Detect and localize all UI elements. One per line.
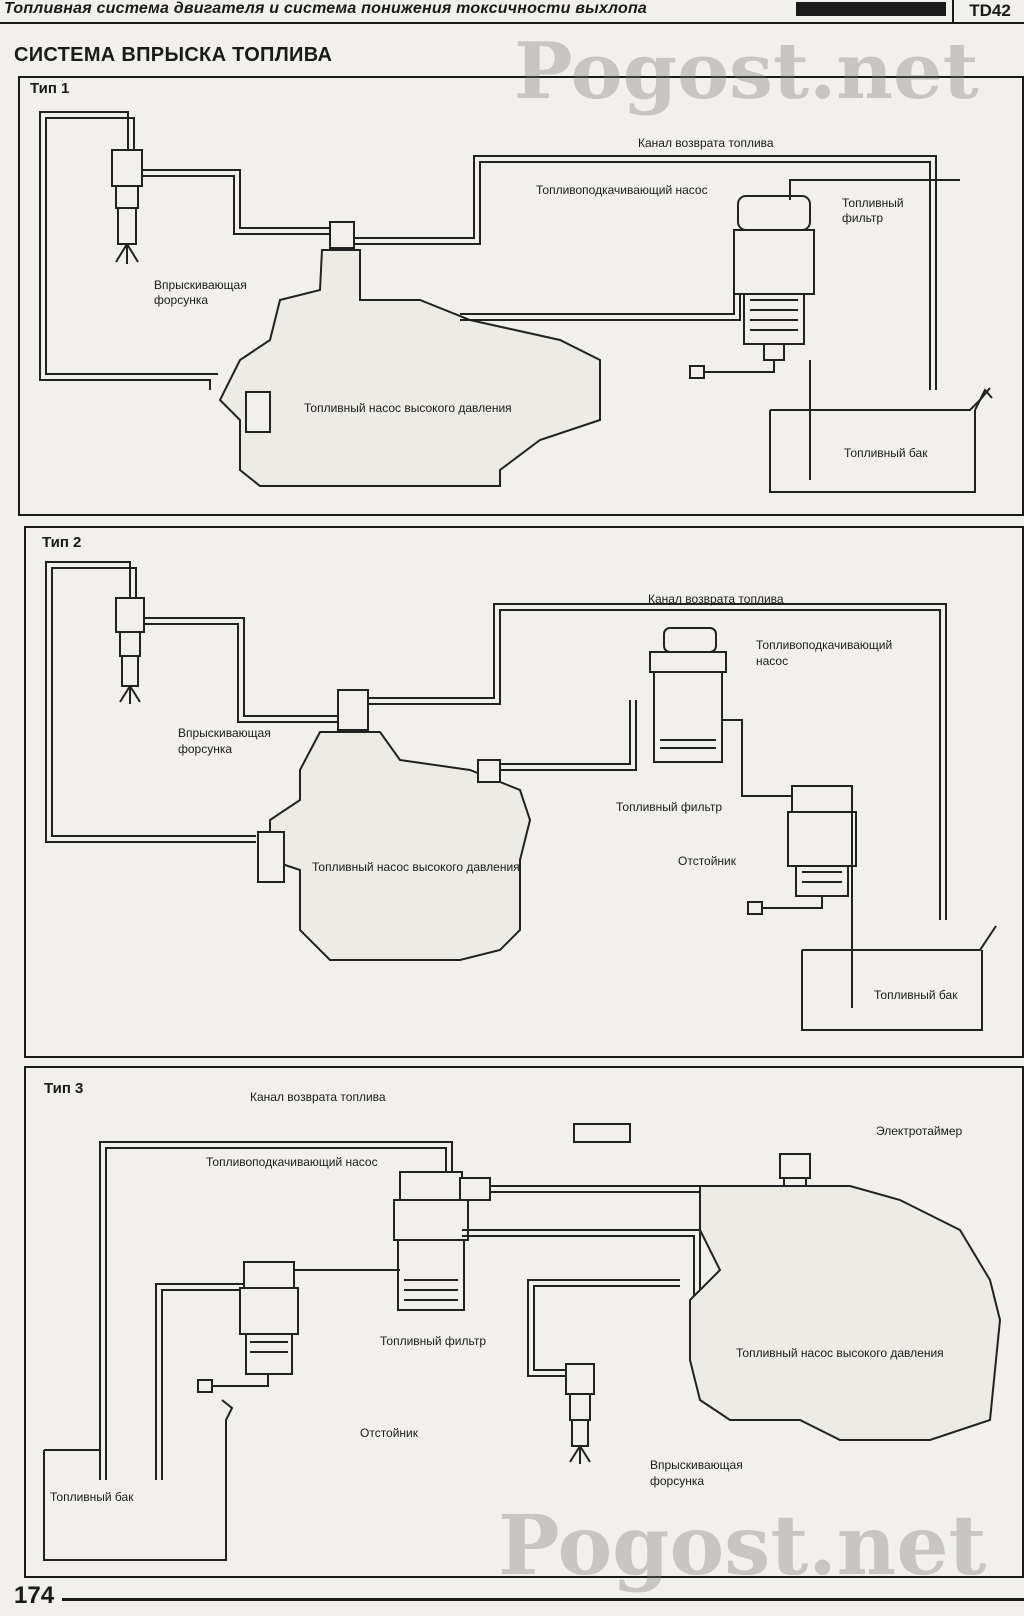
type1-feed-pump-label: Топливоподкачивающий насос	[536, 183, 708, 197]
page-number: 174	[14, 1582, 55, 1609]
type3-hp-pump-label: Топливный насос высокого давления	[736, 1346, 944, 1360]
type1-injector-label-1: Впрыскивающая	[154, 278, 247, 292]
type2-feed-pump-label-2: насос	[756, 654, 789, 668]
type1-fuel-filter-label-1: Топливный	[842, 196, 904, 210]
type2-return-channel-label: Канал возврата топлива	[648, 592, 784, 606]
type1-hp-pump-label: Топливный насос высокого давления	[304, 401, 512, 415]
type1-tank-label: Топливный бак	[844, 446, 928, 460]
type2-hp-pump-label: Топливный насос высокого давления	[312, 860, 520, 874]
type1-return-channel-label: Канал возврата топлива	[638, 136, 774, 150]
type3-fuel-filter-label: Топливный фильтр	[380, 1334, 486, 1348]
type2-drawing	[45, 561, 997, 1031]
type2-fuel-filter-label: Топливный фильтр	[616, 800, 722, 814]
type3-drawing	[43, 1123, 1002, 1561]
header-rule	[0, 22, 1024, 24]
type2-feed-pump-label-1: Топливоподкачивающий	[756, 638, 893, 652]
type1-injector-label-2: форсунка	[154, 293, 209, 307]
type1-fuel-filter-label-2: фильтр	[842, 211, 884, 225]
header-title: Топливная система двигателя и система по…	[4, 0, 648, 17]
type3-label: Тип 3	[44, 1080, 84, 1097]
type3-sediment-label: Отстойник	[360, 1426, 419, 1440]
type2-injector-label-2: форсунка	[178, 742, 233, 756]
panel-type-2	[24, 526, 1024, 1058]
type2-sediment-label: Отстойник	[678, 854, 737, 868]
panel-type-3	[24, 1066, 1024, 1578]
type3-return-channel-label: Канал возврата топлива	[250, 1090, 386, 1104]
header-bar	[796, 2, 946, 16]
section-title: СИСТЕМА ВПРЫСКА ТОПЛИВА	[14, 44, 333, 66]
type3-feed-pump-label: Топливоподкачивающий насос	[206, 1155, 378, 1169]
type3-tank-label: Топливный бак	[50, 1490, 134, 1504]
page-header: Топливная система двигателя и система по…	[0, 0, 1024, 24]
type3-injector-label-1: Впрыскивающая	[650, 1458, 743, 1472]
type2-tank-label: Топливный бак	[874, 988, 958, 1002]
type3-injector-label-2: форсунка	[650, 1474, 705, 1488]
footer-rule	[62, 1598, 1024, 1601]
type2-injector-label-1: Впрыскивающая	[178, 726, 271, 740]
panel-type-1	[18, 76, 1024, 516]
watermark-bottom: Pogost.net	[498, 1498, 987, 1594]
type1-label: Тип 1	[30, 80, 70, 97]
type2-label: Тип 2	[42, 534, 82, 551]
watermark-top: Pogost.net	[514, 26, 979, 117]
type3-electro-timer-label: Электротаймер	[876, 1124, 963, 1138]
type1-drawing	[39, 111, 993, 493]
